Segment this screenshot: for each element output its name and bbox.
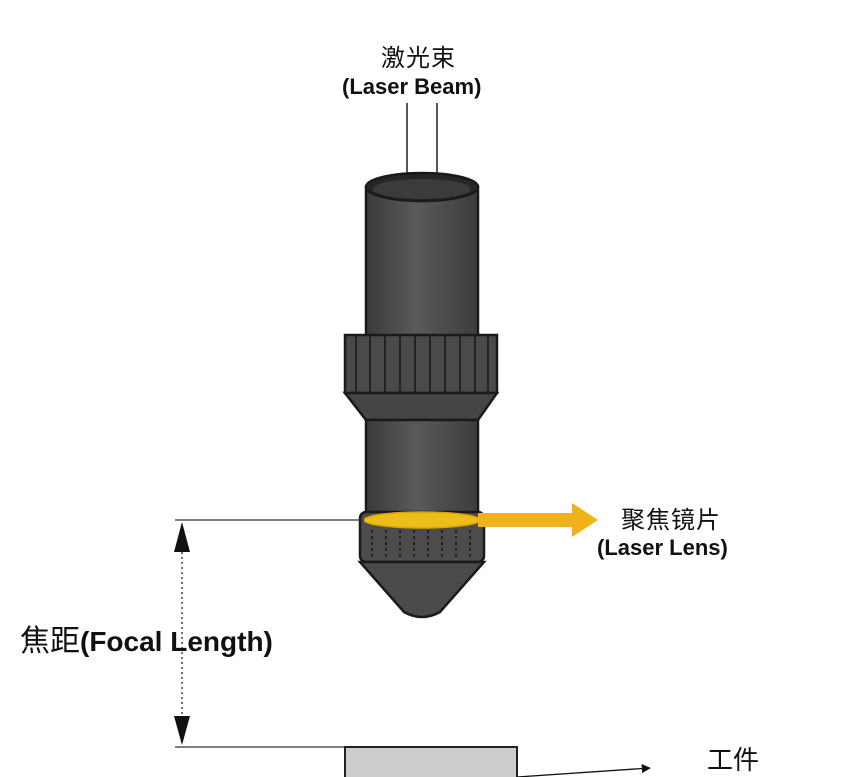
- focal-label-cn: 焦距: [20, 624, 80, 659]
- workpiece-pointer: [516, 764, 651, 777]
- focal-length-arrow: [174, 522, 190, 745]
- focal-label-en: (Focal Length): [80, 626, 273, 657]
- laser-head-tube: [364, 171, 480, 349]
- lens-label-cn: 聚焦镜片: [621, 506, 721, 534]
- knurled-collar: [343, 333, 499, 395]
- focal-length-label: 焦距(Focal Length): [20, 616, 273, 660]
- collar-taper: [342, 391, 500, 422]
- lower-tube: [364, 418, 480, 517]
- beam-label-en: (Laser Beam): [342, 74, 482, 99]
- workpiece: [344, 746, 518, 777]
- focusing-lens: [363, 511, 481, 529]
- lens-pointer-arrow: [478, 503, 598, 537]
- beam-label-cn: 激光束: [381, 44, 456, 72]
- focal-reference-lines: [175, 519, 364, 748]
- workpiece-label-cn: 工件: [707, 746, 760, 776]
- nozzle-cone: [357, 560, 487, 619]
- lens-label-en: (Laser Lens): [597, 535, 728, 560]
